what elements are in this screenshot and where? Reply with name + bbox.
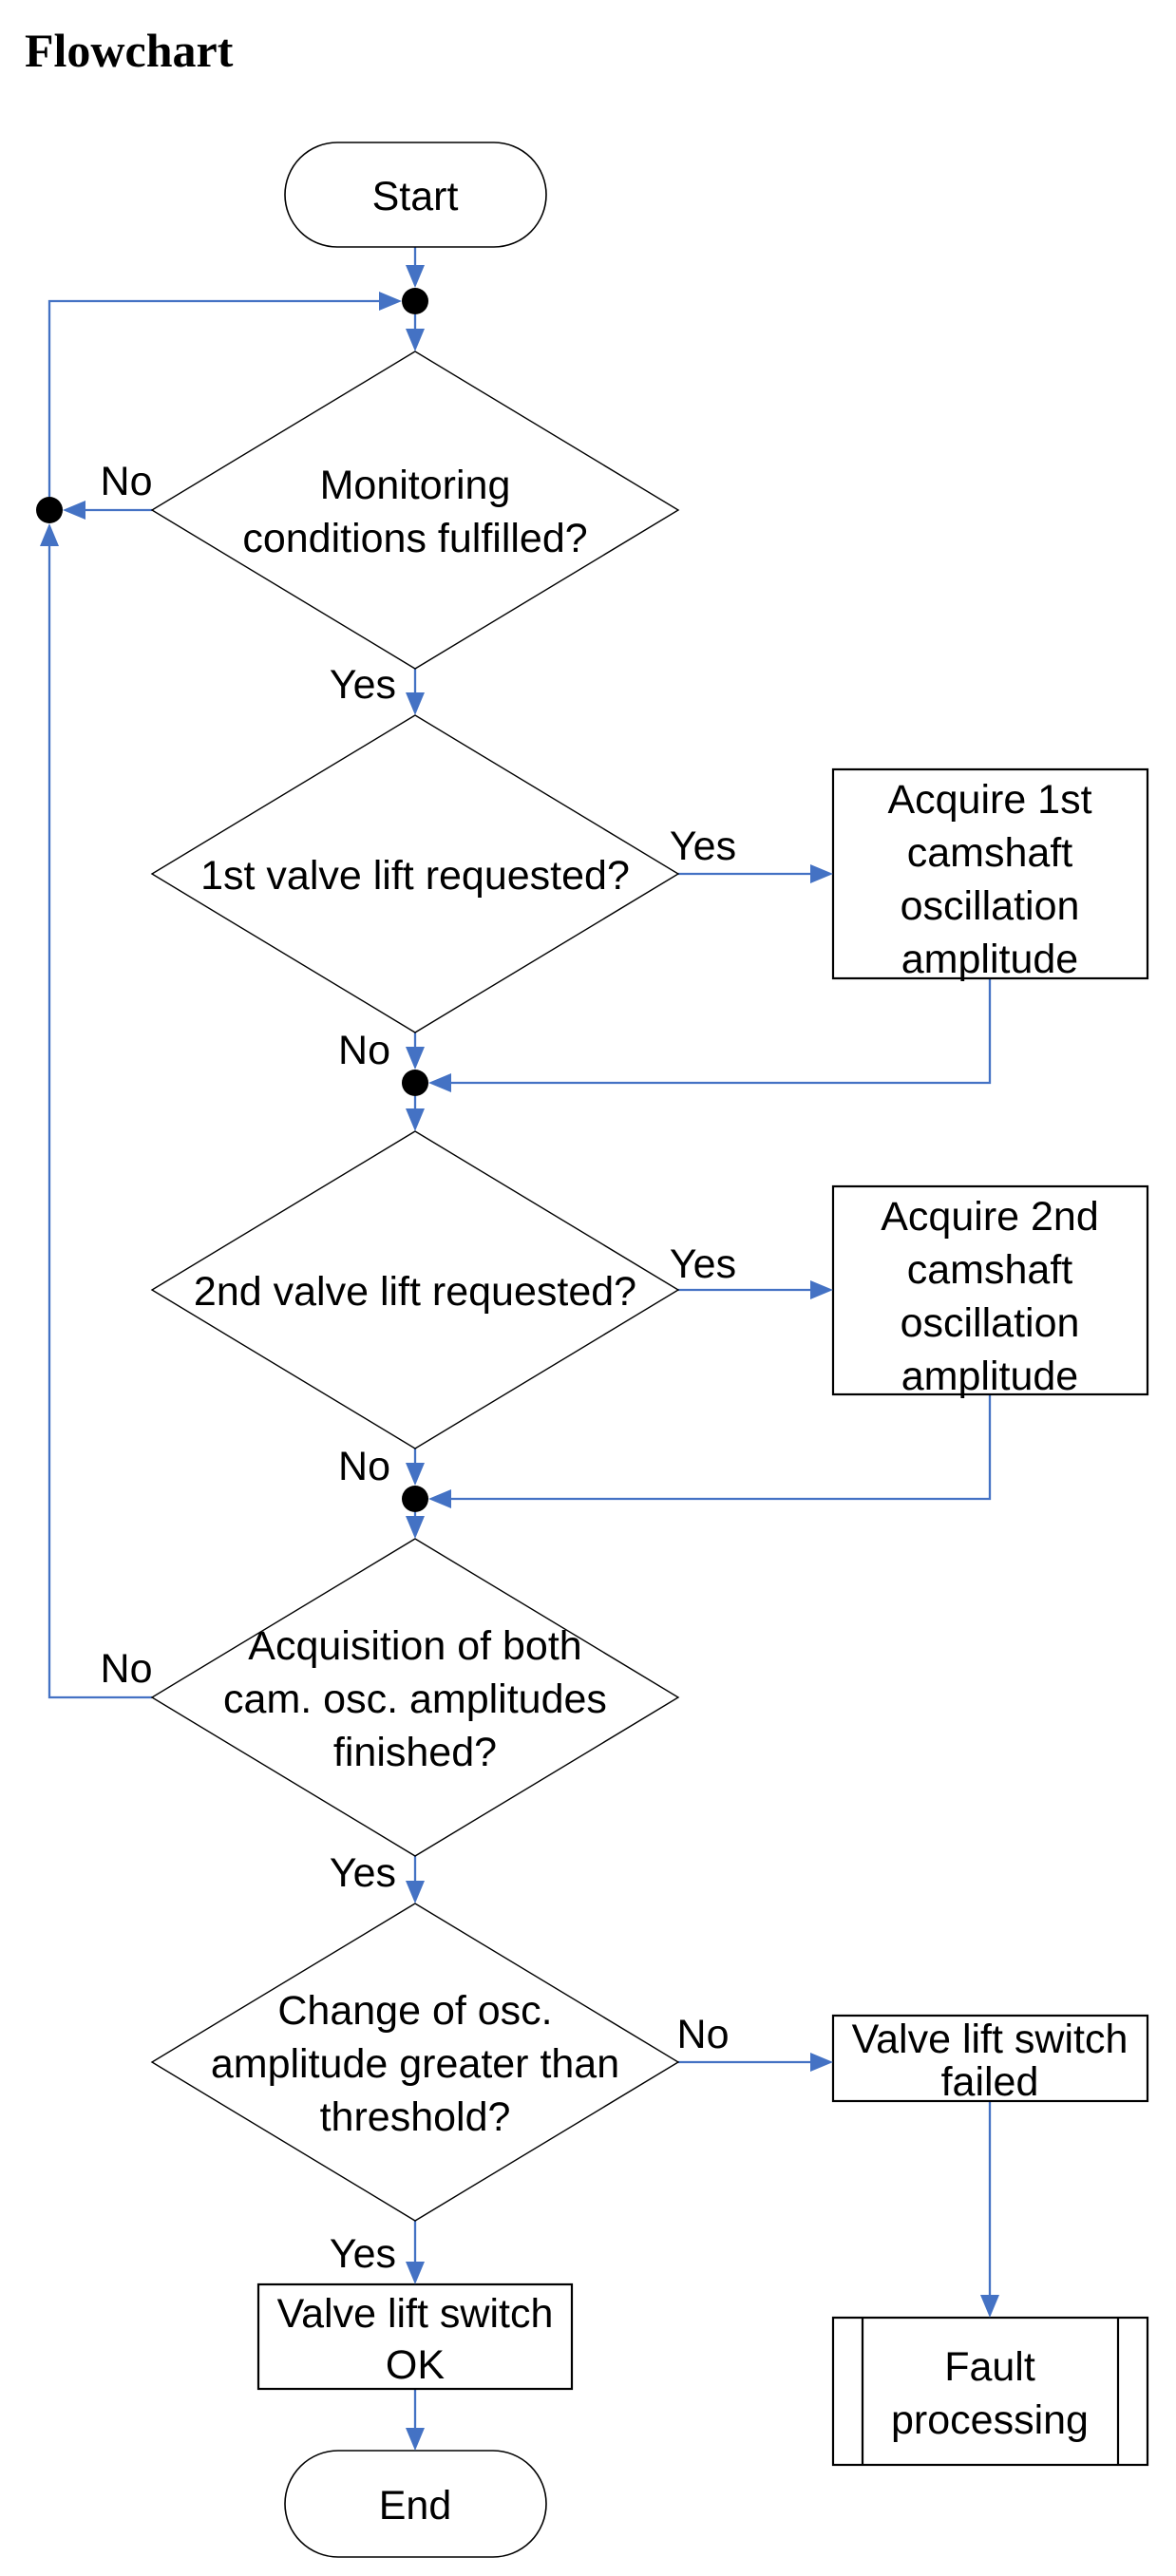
valve1-label: 1st valve lift requested? [200, 853, 630, 899]
decision-acquisition-finished [150, 1538, 680, 1857]
change-label-line2: amplitude greater than [211, 2041, 619, 2087]
predefined-process-fault-processing [831, 2316, 1149, 2467]
monitoring-label-line1: Monitoring [320, 463, 511, 508]
fault-label-line2: processing [891, 2397, 1089, 2443]
junction-dot-left-merge [36, 497, 63, 523]
ok-label-line2: OK [386, 2342, 445, 2388]
arrowhead-into-junction2-top [406, 1047, 425, 1070]
edge-label-no-monitoring: No [101, 459, 153, 504]
decision-change-threshold [150, 1903, 680, 2222]
edge-label-no-valve2: No [338, 1444, 390, 1489]
decision-monitoring-conditions [150, 350, 680, 670]
process-acquire-2nd-amplitude [831, 1184, 1149, 1396]
arrowhead-into-ok [406, 2262, 425, 2284]
arrowhead-into-failed [810, 2053, 833, 2072]
arrowhead-into-valve1 [406, 692, 425, 715]
change-label-line3: threshold? [320, 2094, 511, 2140]
acquisition-label-line1: Acquisition of both [248, 1623, 581, 1669]
flow-edges [47, 247, 992, 2429]
acquisition-label-line2: cam. osc. amplitudes [223, 1676, 607, 1722]
arrowhead-into-junction3-right [428, 1489, 451, 1508]
acquire2-label-line3: oscillation [901, 1300, 1080, 1346]
arrowhead-into-junction1-top [406, 265, 425, 288]
arrowhead-into-merge-dot-up [40, 523, 59, 546]
valve2-label: 2nd valve lift requested? [194, 1269, 636, 1315]
edge-label-no-change: No [677, 2012, 730, 2057]
acquire1-label-line4: amplitude [901, 937, 1078, 982]
decision-1st-valve-lift [150, 714, 680, 1033]
acquire2-label-line2: camshaft [907, 1247, 1073, 1293]
acquire1-label-line2: camshaft [907, 830, 1073, 876]
edge-acquire2-to-junction3 [450, 1394, 992, 1501]
edge-label-no-acquisition: No [101, 1646, 153, 1692]
acquire1-label-line3: oscillation [901, 883, 1080, 929]
arrowhead-into-change [406, 1881, 425, 1904]
arrowhead-into-merge-dot-left [63, 501, 85, 520]
edge-merge-rail-to-junction1 [47, 299, 380, 497]
failed-label-line2: failed [941, 2059, 1039, 2105]
acquire2-label-line1: Acquire 2nd [881, 1194, 1099, 1240]
process-acquire-1st-amplitude [831, 767, 1149, 980]
start-label: Start [372, 174, 459, 219]
end-terminator [284, 2450, 547, 2558]
change-label-line1: Change of osc. [277, 1988, 552, 2034]
arrowhead-into-junction2-right [428, 1073, 451, 1092]
junction-dot-after-valve2 [402, 1486, 428, 1512]
arrowhead-into-acquire2 [810, 1280, 833, 1299]
arrowhead-into-fault [980, 2295, 999, 2318]
edge-label-yes-acquisition: Yes [330, 1850, 396, 1896]
edge-label-no-valve1: No [338, 1028, 390, 1073]
page-title: Flowchart [25, 24, 234, 77]
end-label: End [379, 2483, 452, 2529]
failed-label-line1: Valve lift switch [852, 2017, 1129, 2062]
acquire1-label-line1: Acquire 1st [887, 777, 1091, 823]
fault-box-outline [831, 2316, 1149, 2467]
process-valve-lift-switch-failed [831, 2014, 1149, 2103]
fault-label-line1: Fault [944, 2344, 1035, 2390]
junction-dot-top [402, 288, 428, 314]
arrowhead-into-valve2 [406, 1108, 425, 1131]
decision-2nd-valve-lift [150, 1130, 680, 1449]
arrowheads [40, 265, 999, 2451]
process-valve-lift-switch-ok [256, 2282, 574, 2391]
arrowhead-into-end [406, 2428, 425, 2451]
edge-label-yes-change: Yes [330, 2231, 396, 2277]
edge-acquisition-no-loop [47, 545, 152, 1699]
arrowhead-into-junction1-left [379, 292, 402, 311]
edge-label-yes-monitoring: Yes [330, 662, 396, 708]
edge-label-yes-valve1: Yes [670, 824, 736, 869]
monitoring-label-line2: conditions fulfilled? [242, 516, 587, 561]
arrowhead-into-junction3-top [406, 1463, 425, 1486]
junction-dot-after-valve1 [402, 1070, 428, 1096]
ok-label-line1: Valve lift switch [277, 2291, 554, 2337]
edge-label-yes-valve2: Yes [670, 1241, 736, 1287]
arrowhead-into-acquisition [406, 1516, 425, 1539]
edge-acquire1-to-junction2 [450, 978, 992, 1085]
start-terminator [284, 142, 547, 248]
arrowhead-into-acquire1 [810, 864, 833, 883]
acquire2-label-line4: amplitude [901, 1354, 1078, 1399]
arrowhead-into-monitoring [406, 329, 425, 351]
acquisition-label-line3: finished? [333, 1730, 497, 1775]
